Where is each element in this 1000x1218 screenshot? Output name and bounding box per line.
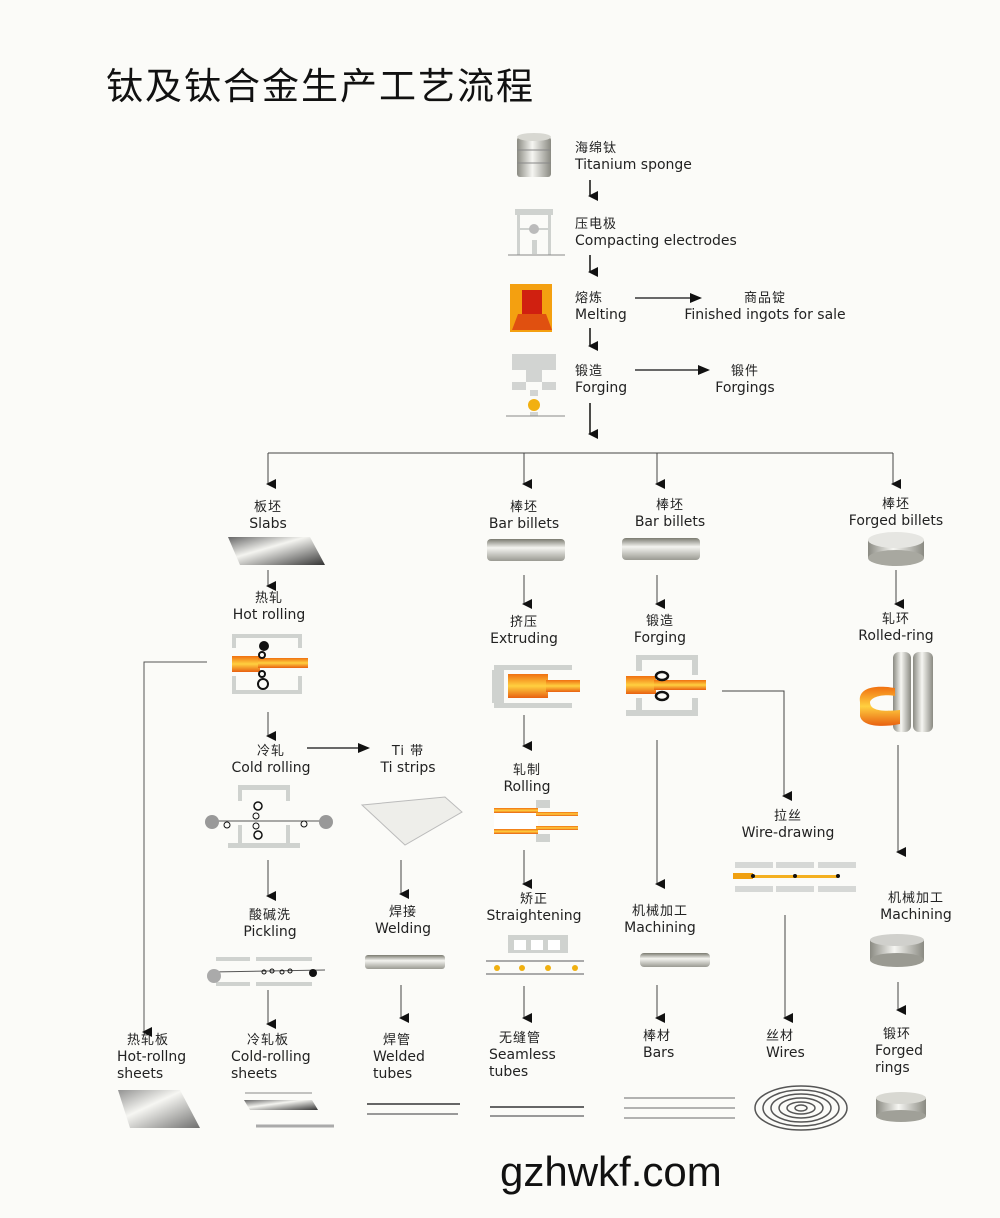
welding-tube-icon — [365, 955, 445, 969]
website-watermark: gzhwkf.com — [500, 1148, 722, 1195]
sponge-cylinder-icon — [517, 133, 551, 177]
machined-ring-icon — [870, 934, 924, 967]
bars-icon — [624, 1097, 735, 1119]
bar-billet-icon — [622, 538, 700, 560]
hot-rolling-icon — [232, 634, 308, 694]
rolled-ring-icon — [859, 652, 933, 732]
cold-rolled-sheet-icon — [244, 1092, 334, 1128]
forged-ring-icon — [876, 1092, 926, 1122]
wire-coil-icon — [754, 1085, 848, 1131]
machined-bar-icon — [640, 953, 710, 967]
press-icon — [508, 209, 565, 256]
seamless-tube-icon — [490, 1106, 584, 1117]
forging-icon — [626, 655, 706, 716]
straightening-icon — [486, 935, 584, 975]
cold-rolling-icon — [205, 785, 333, 848]
furnace-icon — [510, 284, 552, 332]
hot-rolled-sheet-icon — [118, 1090, 200, 1128]
ti-strip-icon — [360, 796, 463, 846]
pickling-icon — [207, 957, 326, 986]
slab-icon — [228, 537, 325, 565]
welded-tube-icon — [367, 1103, 460, 1115]
extruding-icon — [492, 665, 580, 708]
page-title: 钛及钛合金生产工艺流程 — [106, 65, 535, 108]
forged-billet-icon — [868, 532, 924, 566]
forging-press-icon — [506, 354, 565, 417]
rolling-icon — [494, 800, 578, 842]
bar-billet-icon — [487, 539, 565, 561]
wire-drawing-icon — [733, 862, 856, 892]
